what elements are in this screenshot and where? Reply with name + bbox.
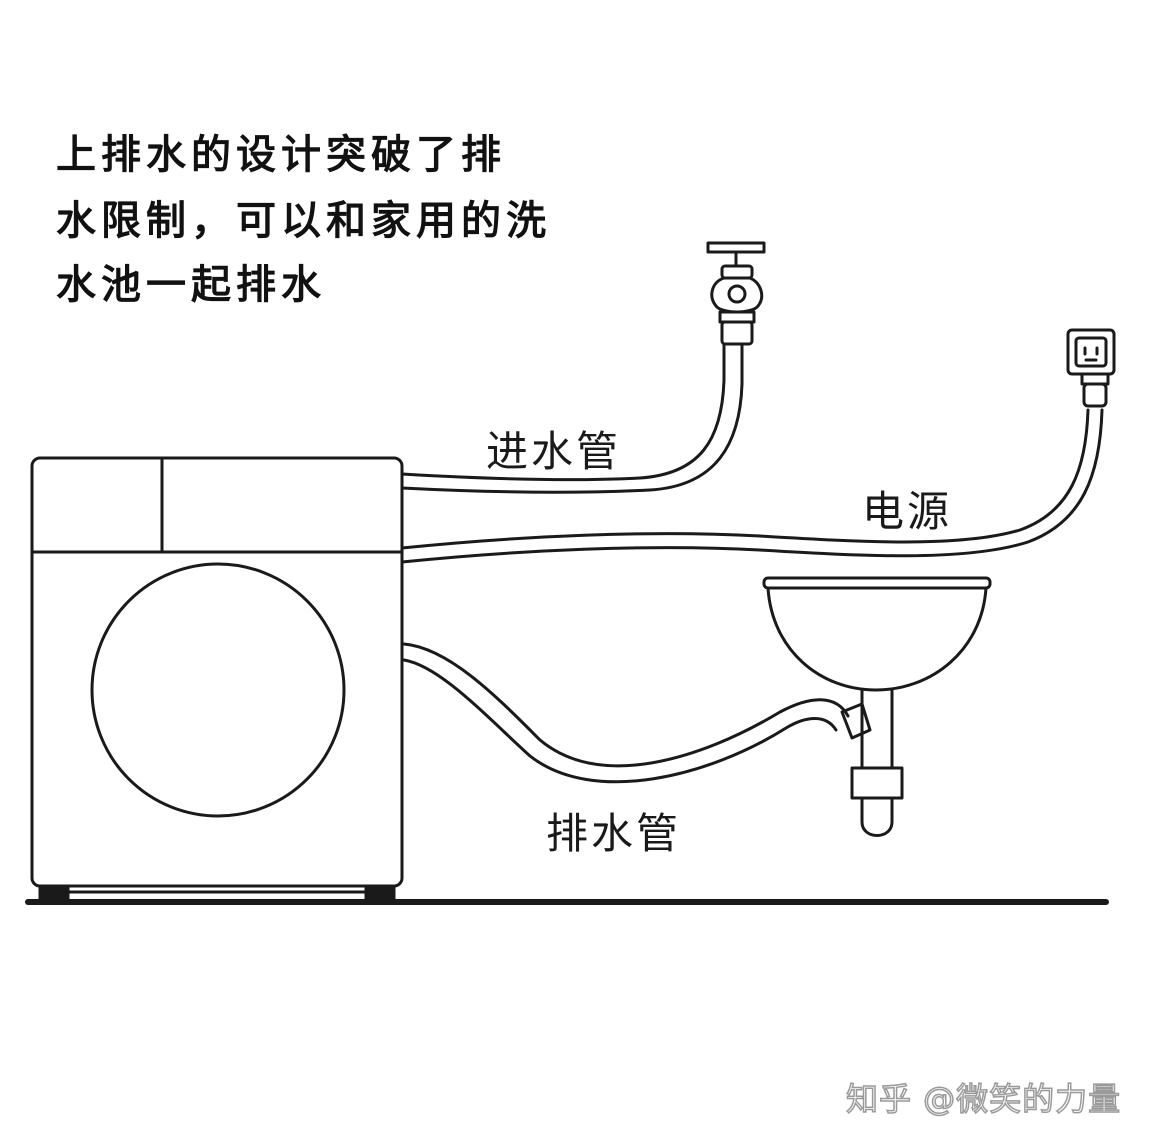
machine-cabinet — [30, 456, 404, 888]
caption-line-2: 水限制，可以和家用的洗 — [56, 197, 551, 244]
inlet-hose — [400, 342, 744, 494]
machine-foot-left — [38, 884, 70, 902]
drain-hose — [402, 642, 850, 784]
caption-line-1: 上排水的设计突破了排 — [56, 131, 506, 178]
power-label: 电源 — [862, 487, 953, 536]
inlet-hose-label: 进水管 — [486, 427, 622, 476]
caption-line-3: 水池一起排水 — [56, 261, 326, 308]
power-cable — [400, 408, 1104, 564]
washing-machine — [30, 456, 404, 902]
watermark: 知乎 @微笑的力量 — [845, 1079, 1122, 1119]
machine-foot-right — [364, 884, 396, 902]
socket-icon — [1066, 328, 1116, 408]
machine-door — [90, 562, 346, 818]
sink-basin — [762, 576, 992, 837]
faucet-icon — [706, 241, 766, 346]
drain-hose-label: 排水管 — [546, 809, 682, 858]
